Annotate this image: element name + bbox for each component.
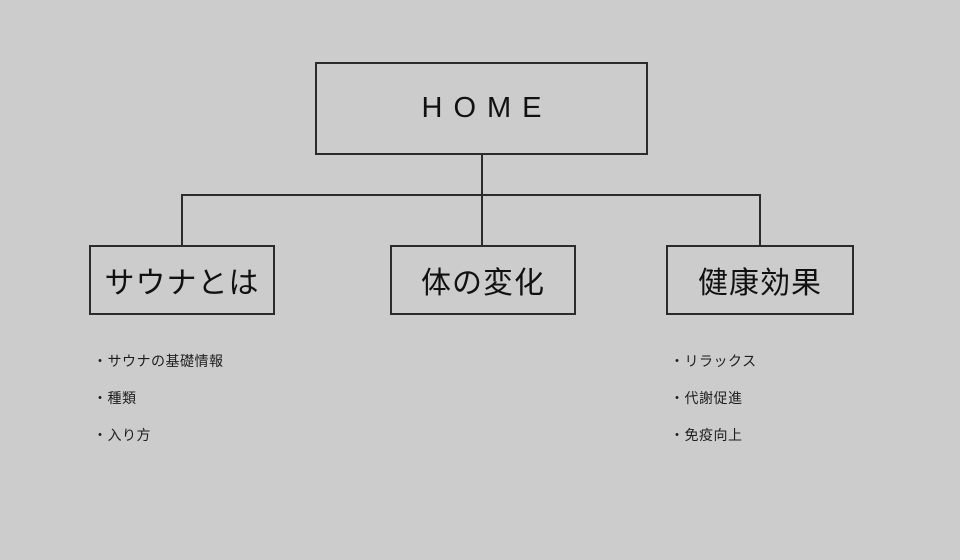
node-karada-no-henka[interactable]: 体の変化: [390, 245, 576, 315]
list-item: ・リラックス: [670, 353, 757, 369]
list-item: ・免疫向上: [670, 427, 743, 443]
node-kenko-koka[interactable]: 健康効果: [666, 245, 854, 315]
node-sauna-towa[interactable]: サウナとは: [89, 245, 275, 315]
connector-horizontal-bus: [181, 194, 761, 196]
list-item: ・サウナの基礎情報: [93, 353, 224, 369]
list-item: ・入り方: [93, 427, 151, 443]
list-item: ・種類: [93, 390, 137, 406]
bullet-list-health: ・リラックス ・代謝促進 ・免疫向上: [670, 354, 757, 442]
connector-drop-body: [481, 194, 483, 245]
connector-root-stem: [481, 155, 483, 196]
connector-drop-sauna: [181, 194, 183, 245]
node-home[interactable]: HOME: [315, 62, 648, 155]
connector-drop-health: [759, 194, 761, 245]
list-item: ・代謝促進: [670, 390, 743, 406]
bullet-list-sauna: ・サウナの基礎情報 ・種類 ・入り方: [93, 354, 224, 442]
